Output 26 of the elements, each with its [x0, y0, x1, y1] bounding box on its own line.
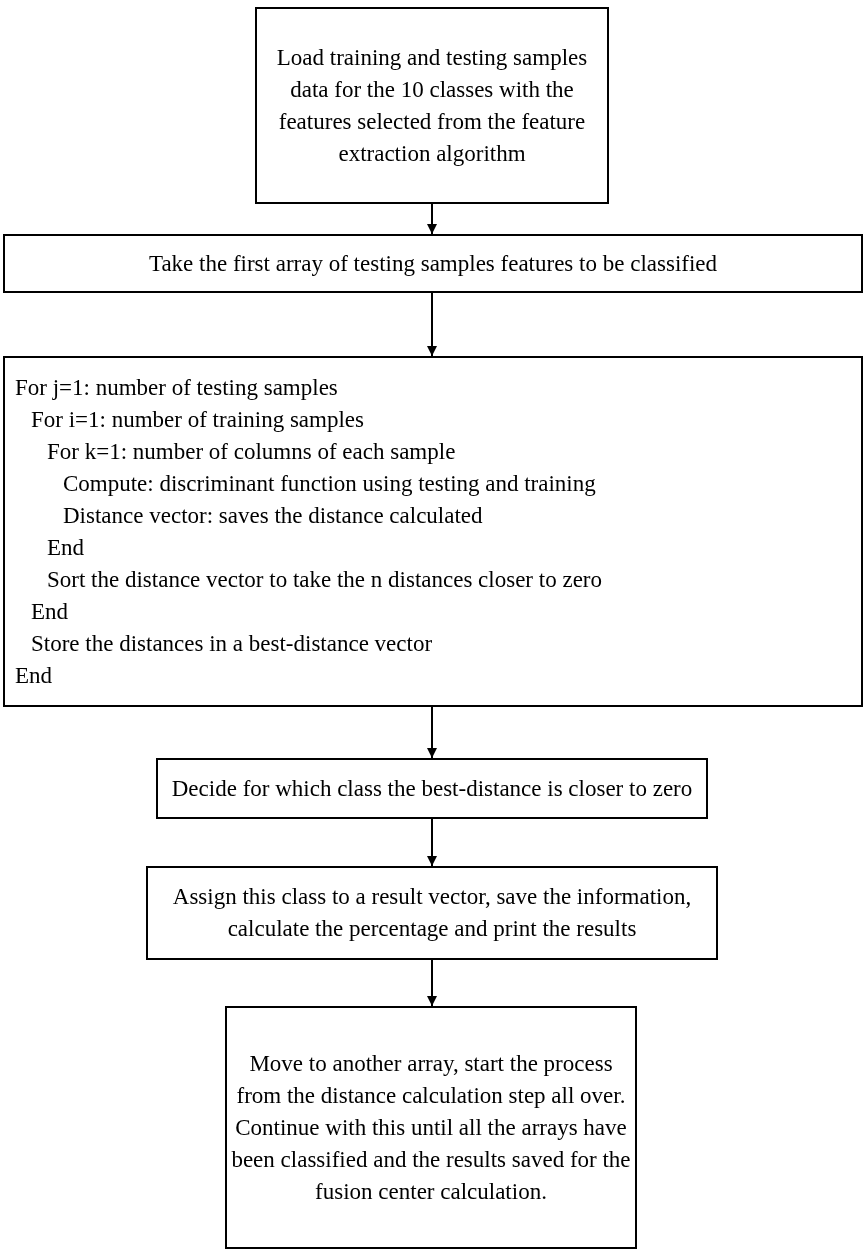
arrow: [427, 959, 437, 1007]
pseudocode-line: Distance vector: saves the distance calculated: [62, 501, 483, 530]
box-text: Assign this class to a result vector, save the information, calculate the percentage and print the results: [171, 883, 693, 943]
pseudocode-line: Store the distances in a best-distance vector: [30, 629, 433, 658]
box-text: Load training and testing samples data for the 10 classes with the features selected from the feature extraction algorithm: [275, 43, 589, 168]
box-text: Take the first array of testing samples features to be classified: [148, 249, 718, 278]
process-box: [255, 7, 609, 204]
pseudocode-line: For j=1: number of testing samples: [15, 373, 338, 402]
box-text: Move to another array, start the process from the distance calculation step all over. Continue with this until all the arrays have been classified and the results saved for the fusion center calculation.: [231, 1049, 631, 1206]
pseudocode-line: End: [30, 597, 69, 626]
process-box: [156, 758, 708, 819]
pseudocode-line: For k=1: number of columns of each sample: [46, 437, 456, 466]
process-box: [3, 356, 863, 707]
pseudocode-line: End: [15, 661, 53, 690]
process-box: [225, 1006, 637, 1249]
pseudocode-line: End: [46, 533, 85, 562]
arrow: [427, 292, 437, 357]
pseudocode-line: For i=1: number of training samples: [30, 405, 364, 434]
arrow: [427, 706, 437, 759]
process-box: [146, 866, 718, 960]
process-box: [3, 234, 863, 293]
arrow: [427, 203, 437, 235]
box-text: Decide for which class the best-distance is closer to zero: [171, 774, 693, 803]
pseudocode-line: Sort the distance vector to take the n distances closer to zero: [46, 565, 602, 594]
arrow: [427, 818, 437, 867]
pseudocode-line: Compute: discriminant function using testing and training: [62, 469, 596, 498]
